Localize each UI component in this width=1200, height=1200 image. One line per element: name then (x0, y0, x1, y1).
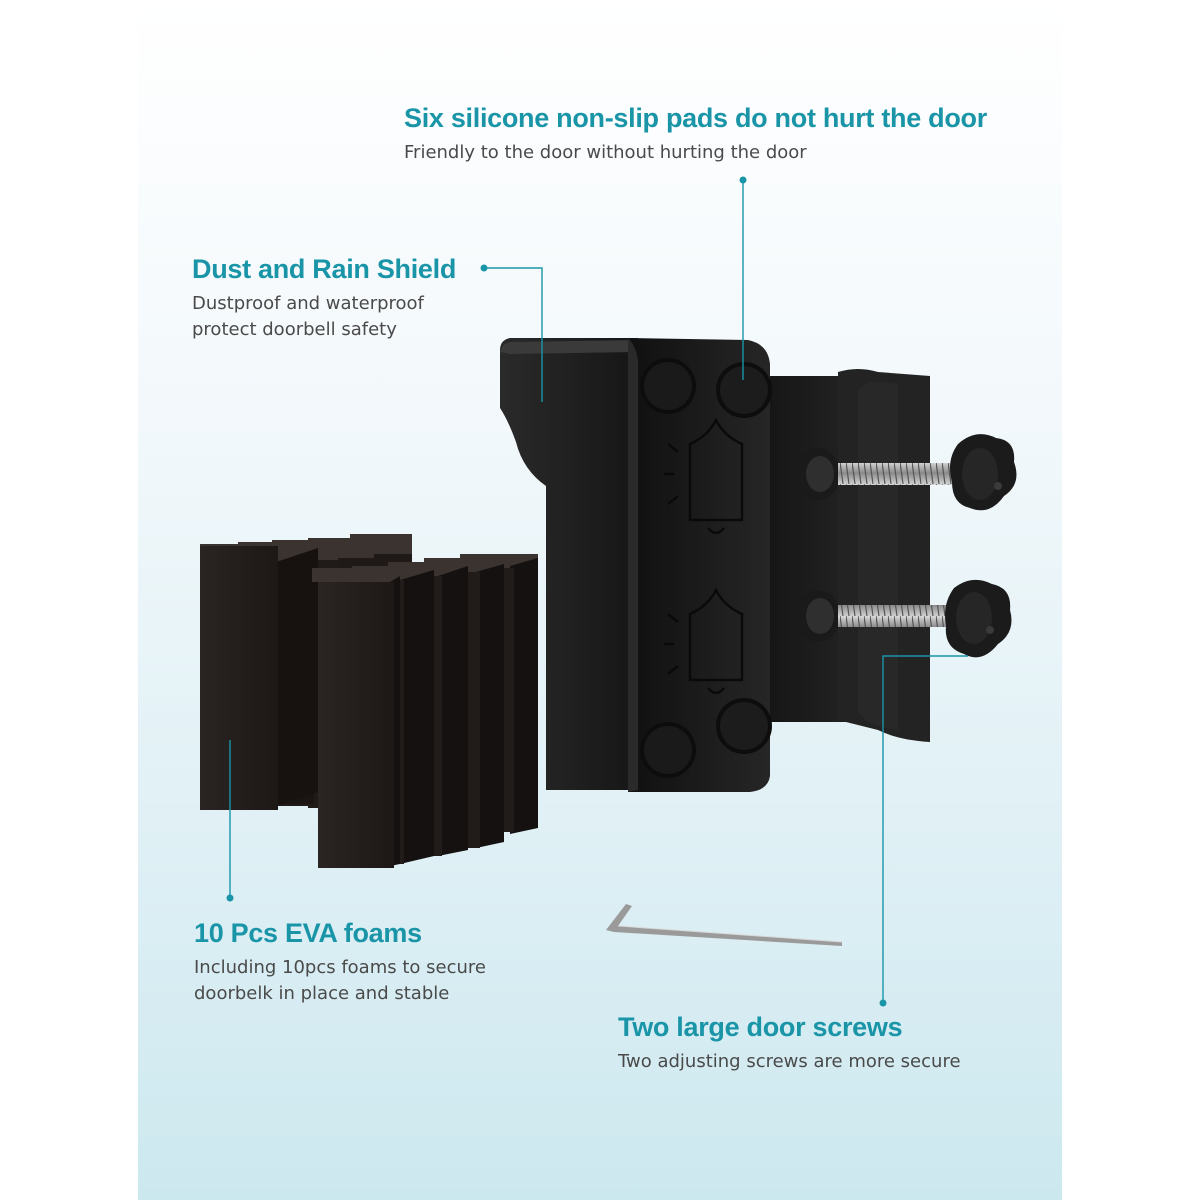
foam-block-back (200, 544, 318, 810)
hex-key (606, 904, 843, 946)
callout-screws: Two large door screws Two adjusting scre… (618, 1012, 961, 1075)
product-infographic: Six silicone non-slip pads do not hurt t… (138, 0, 1062, 1200)
callout-title: Dust and Rain Shield (192, 254, 457, 284)
bell-cutout-icon (664, 587, 744, 695)
foam-block-front (312, 568, 400, 868)
door-screw-lower (796, 579, 1012, 658)
callout-description-line: Including 10pcs foams to secure (194, 957, 486, 978)
silicone-pad (716, 698, 772, 754)
leader-line-screws (882, 655, 968, 1003)
silicone-pad (640, 722, 696, 778)
clamp-plate (756, 369, 930, 742)
silicone-pad (640, 358, 696, 414)
product-illustration (200, 176, 1017, 1007)
callout-description: Dustproof and waterproof protect doorbel… (192, 291, 456, 343)
doorbell-mount-body (500, 338, 772, 792)
bell-cutout-icon (664, 417, 744, 535)
callout-description: Two adjusting screws are more secure (618, 1051, 961, 1072)
eva-foams (200, 534, 538, 868)
callout-description-line: Dustproof and waterproof (192, 293, 424, 314)
door-screw-upper (796, 434, 1017, 511)
callout-pads: Six silicone non-slip pads do not hurt t… (404, 103, 987, 166)
callout-leader-lines (226, 176, 968, 1007)
callout-description-line: doorbelk in place and stable (194, 983, 450, 1004)
callout-title: Six silicone non-slip pads do not hurt t… (404, 103, 987, 133)
callout-foams: 10 Pcs EVA foams Including 10pcs foams t… (194, 918, 486, 1007)
leader-line-shield (484, 267, 543, 402)
callout-shield: Dust and Rain Shield Dustproof and water… (192, 254, 456, 343)
callout-description-line: protect doorbell safety (192, 319, 397, 340)
callout-title: Two large door screws (618, 1012, 903, 1042)
callout-title: 10 Pcs EVA foams (194, 918, 422, 948)
callout-description: Including 10pcs foams to secure doorbelk… (194, 955, 486, 1007)
callout-description: Friendly to the door without hurting the… (404, 142, 807, 163)
silicone-pad (716, 362, 772, 418)
